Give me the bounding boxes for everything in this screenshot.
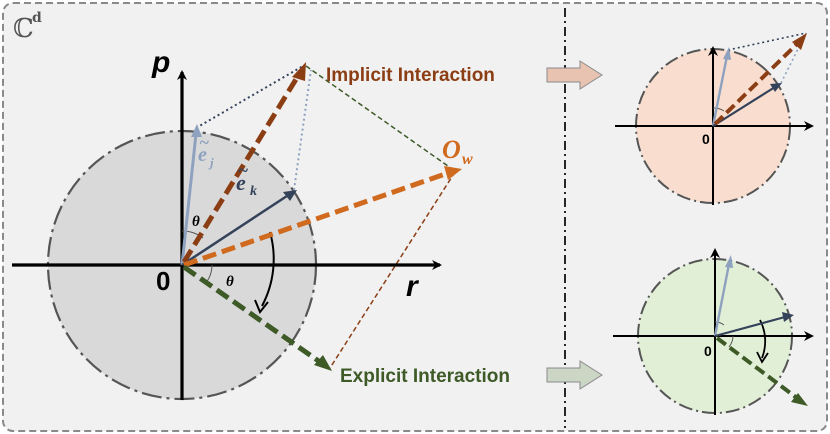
axis-p-label: p [151, 46, 170, 79]
origin-label: 0 [156, 266, 170, 296]
block-arrow-right-icon [546, 60, 603, 90]
svg-text:e: e [198, 144, 207, 166]
ow-label: O w [442, 135, 473, 168]
explicit-vector [182, 264, 322, 365]
implicit-interaction-label: Implicit Interaction [326, 65, 495, 86]
mini-diagram-explicit: 0 [613, 248, 814, 415]
upper-angle-arc-icon [181, 230, 204, 239]
space-label: ℂ d [13, 10, 42, 44]
mini-diagram-implicit: 0 [615, 32, 814, 205]
svg-text:O: O [442, 135, 461, 164]
vector-ek [181, 192, 291, 267]
rotation-arc-icon [261, 231, 275, 307]
ek-label: e ~ k [236, 160, 257, 199]
svg-text:ℂ: ℂ [13, 14, 34, 44]
angle-lower-label: θ [226, 274, 234, 290]
svg-text:d: d [32, 10, 42, 26]
svg-text:k: k [250, 184, 257, 199]
svg-text:e: e [236, 170, 246, 195]
angle-upper-label: θ [192, 214, 200, 230]
explicit-interaction-label: Explicit Interaction [340, 366, 510, 387]
svg-text:j: j [208, 155, 214, 170]
vector-ej [180, 133, 198, 266]
svg-text:~: ~ [238, 160, 248, 180]
main-diagram: p r 0 e ~ j e ~ k O w θ θ [12, 46, 473, 401]
mini-upper-origin: 0 [702, 131, 710, 147]
ow-vector [183, 170, 449, 268]
svg-text:w: w [462, 151, 473, 168]
svg-text:~: ~ [199, 132, 209, 152]
block-arrow-right-icon [546, 360, 603, 390]
ej-label: e ~ j [198, 132, 214, 170]
axis-r-label: r [406, 270, 420, 303]
implicit-vector [181, 74, 301, 264]
mini-lower-origin: 0 [704, 343, 712, 359]
